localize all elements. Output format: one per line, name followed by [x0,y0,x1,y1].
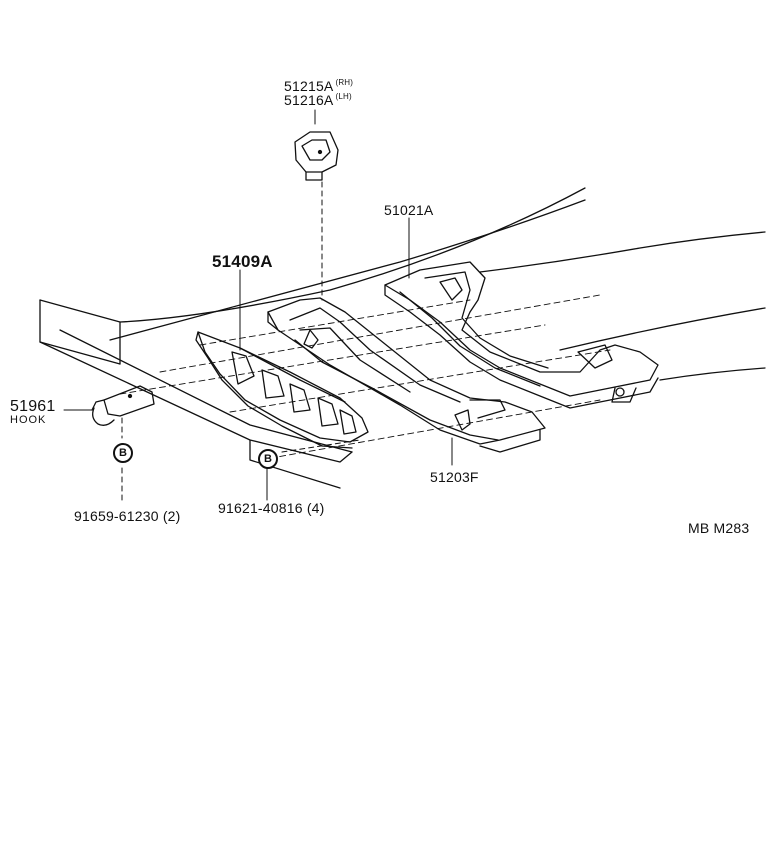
bolt-b2-part-label: 91621-40816 (4) [218,500,325,516]
crossmember-front-label: 51203F [430,469,479,485]
crossmember-front-51203f [267,297,546,453]
frame-rail [39,187,586,489]
reference-lines [119,294,611,461]
bracket-51215a [294,131,339,181]
bolt-b1-part-label: 91659-61230 (2) [74,508,181,524]
bracket-rh-label: 51215A(RH) [284,78,353,94]
hook-name-label: HOOK [10,414,47,426]
bracket-lh-part: 51216A [284,92,334,108]
bolt-b2-symbol: B [258,449,278,469]
bracket-rh-side: (RH) [335,78,354,87]
drawing-reference: MB M283 [688,520,750,536]
bracket-lh-label: 51216A(LH) [284,92,352,108]
hook-51961 [91,385,155,426]
crossmember-main-51021a [384,261,659,409]
skid-plate-51409a [195,331,369,449]
bracket-lh-side: (LH) [335,92,352,101]
skid-plate-label: 51409A [212,252,273,271]
bracket-rh-part: 51215A [284,78,334,94]
crossmember-main-label: 51021A [384,202,434,218]
leader-lines [63,109,453,501]
dashed-leader-lines [121,181,361,501]
frame-side-rail [479,231,766,381]
hook-part-label: 51961 [10,398,56,415]
bolt-b1-symbol: B [113,443,133,463]
